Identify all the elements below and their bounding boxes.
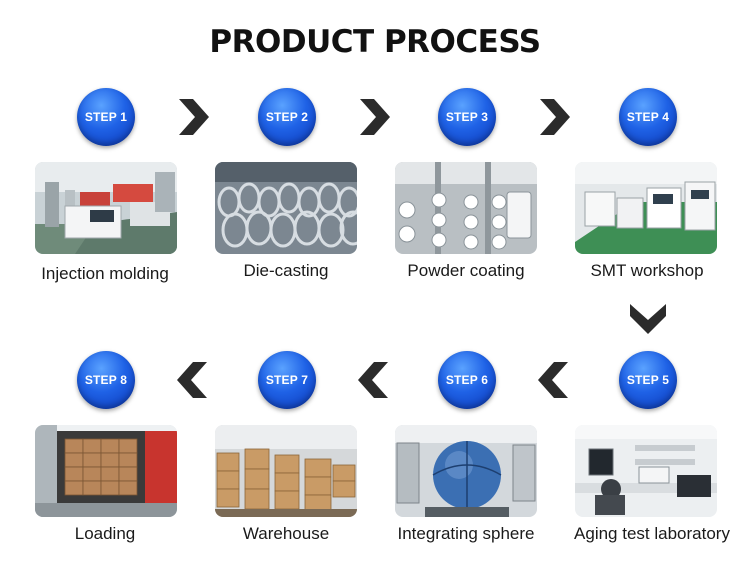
warehouse-photo xyxy=(215,425,357,517)
step-4-caption: SMT workshop xyxy=(590,261,704,280)
step-3-badge: STEP 3 xyxy=(438,88,496,146)
arrow-right-icon xyxy=(179,99,209,135)
step-4-badge: STEP 4 xyxy=(619,88,677,146)
arrow-left-icon xyxy=(538,362,568,398)
smt-workshop-photo xyxy=(575,162,717,254)
step-5-caption: Aging test laboratory xyxy=(574,524,730,543)
step-7-caption: Warehouse xyxy=(242,524,330,543)
integrating-sphere-photo xyxy=(395,425,537,517)
arrow-down-icon xyxy=(630,304,666,334)
arrow-left-icon xyxy=(177,362,207,398)
step-8-badge: STEP 8 xyxy=(77,351,135,409)
aging-test-photo xyxy=(575,425,717,517)
step-8-caption: Loading xyxy=(74,524,136,543)
die-casting-photo xyxy=(215,162,357,254)
step-6-caption: Integrating sphere xyxy=(397,524,535,543)
step-3-caption: Powder coating xyxy=(407,261,525,280)
step-1-caption: Injection molding xyxy=(41,264,169,283)
loading-photo xyxy=(35,425,177,517)
step-6-badge: STEP 6 xyxy=(438,351,496,409)
arrow-right-icon xyxy=(360,99,390,135)
arrow-right-icon xyxy=(540,99,570,135)
step-2-caption: Die-casting xyxy=(243,261,329,280)
page-title: PRODUCT PROCESS xyxy=(209,24,541,60)
step-1-badge: STEP 1 xyxy=(77,88,135,146)
arrow-left-icon xyxy=(358,362,388,398)
step-2-badge: STEP 2 xyxy=(258,88,316,146)
step-5-badge: STEP 5 xyxy=(619,351,677,409)
injection-molding-photo xyxy=(35,162,177,254)
powder-coating-photo xyxy=(395,162,537,254)
step-7-badge: STEP 7 xyxy=(258,351,316,409)
